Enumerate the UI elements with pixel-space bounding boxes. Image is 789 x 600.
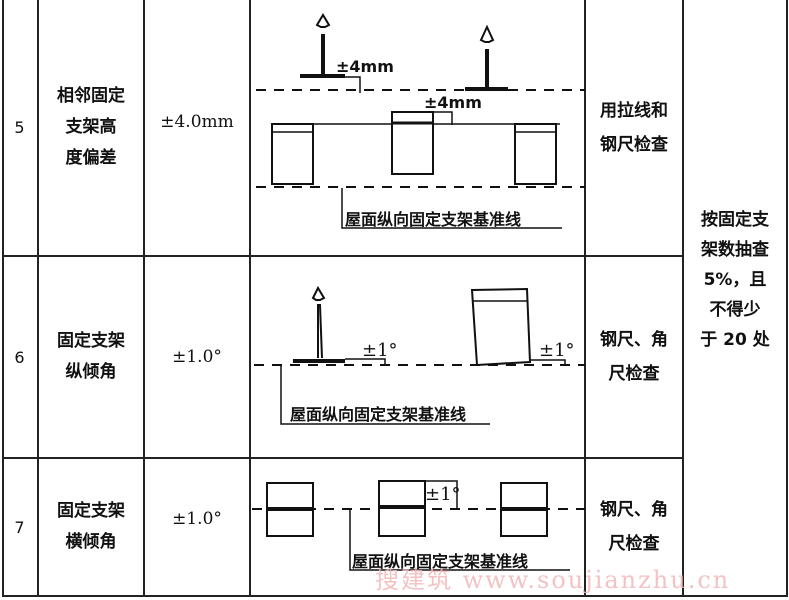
check-method: 用拉线和 钢尺检查: [586, 0, 682, 255]
sampling-line: 于 20 处: [700, 330, 770, 350]
diagram-transverse-tilt: [252, 480, 585, 571]
tolerance-label: ±1°: [362, 340, 398, 361]
tolerance-label: ±4mm: [336, 57, 394, 76]
arrow-up-icon: [315, 13, 331, 28]
tolerance: ±1.0°: [172, 508, 222, 529]
item-line: 固定支架: [57, 501, 125, 521]
check-method: 钢尺、角 尺检查: [586, 459, 682, 595]
baseline-label: 屋面纵向固定支架基准线: [345, 210, 522, 229]
tolerance-label: ±1°: [425, 484, 461, 505]
item-name: 固定支架 纵倾角: [39, 257, 143, 457]
arrow-up-icon: [311, 285, 326, 301]
sampling-line: 按固定支: [701, 210, 769, 230]
method-line: 用拉线和: [600, 100, 668, 121]
row-number: 6: [14, 347, 25, 367]
item-line: 横倾角: [65, 532, 117, 552]
item-line: 度偏差: [65, 148, 117, 168]
method-line: 钢尺、角: [600, 330, 668, 350]
grid-line: [584, 0, 586, 597]
grid-line: [37, 0, 39, 597]
sampling-rule: 按固定支 架数抽查 5%，且 不得少 于 20 处: [684, 160, 786, 400]
method-line: 钢尺检查: [600, 134, 668, 155]
tolerance: ±4.0mm: [160, 112, 234, 132]
tolerance-label: ±1°: [539, 340, 575, 361]
item-line: 固定支架: [57, 331, 125, 351]
row-number: 5: [14, 118, 25, 137]
check-method: 钢尺、角 尺检查: [586, 257, 682, 457]
tolerance-label: ±4mm: [424, 93, 482, 112]
sampling-line: 架数抽查: [701, 240, 769, 260]
grid-line: [249, 0, 251, 597]
watermark: 搜建筑 www.soujianzhu.cn: [375, 566, 731, 594]
baseline-label: 屋面纵向固定支架基准线: [290, 405, 467, 424]
method-line: 钢尺、角: [600, 500, 668, 520]
diagram-height-deviation: [256, 13, 585, 229]
grid-line: [2, 595, 788, 597]
sampling-line: 5%，且: [703, 270, 767, 290]
grid-line: [2, 0, 4, 597]
grid-line: [786, 0, 788, 597]
grid-line: [2, 457, 684, 459]
arrow-up-icon: [479, 24, 495, 43]
tolerance: ±1.0°: [172, 346, 222, 367]
row-number: 7: [14, 517, 25, 537]
item-line: 纵倾角: [65, 362, 117, 382]
baseline-label: 屋面纵向固定支架基准线: [352, 552, 529, 571]
item-name: 固定支架 横倾角: [39, 459, 143, 595]
grid-line: [2, 255, 684, 257]
grid-line: [682, 0, 684, 597]
method-line: 尺检查: [608, 534, 660, 554]
item-name: 相邻固定 支架高 度偏差: [39, 0, 143, 255]
item-line: 支架高: [65, 117, 117, 137]
diagram-longitudinal-tilt: [254, 285, 585, 425]
sampling-line: 不得少: [709, 300, 761, 320]
bracket-post: [321, 34, 325, 75]
grid-line: [143, 0, 145, 597]
method-line: 尺检查: [608, 364, 660, 384]
item-line: 相邻固定: [57, 86, 125, 106]
